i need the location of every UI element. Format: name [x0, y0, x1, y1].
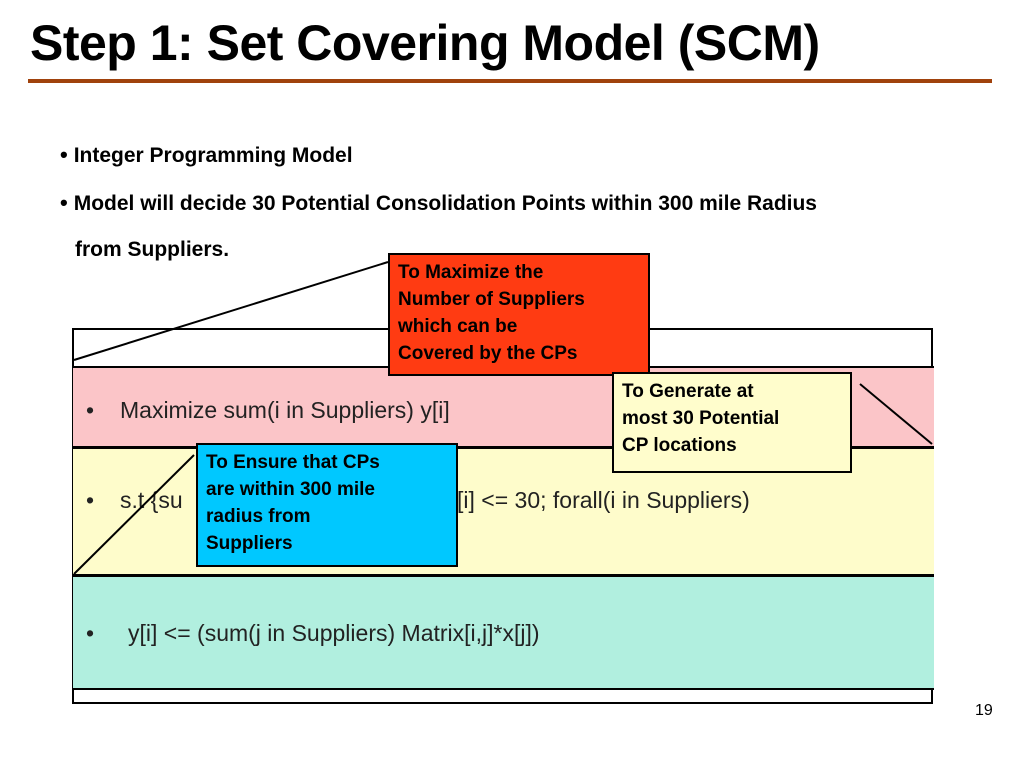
callout-line: radius from: [206, 506, 311, 527]
bullet-symbol: •: [86, 397, 95, 423]
callout-line: To Ensure that CPs: [206, 452, 380, 473]
callout-line: Number of Suppliers: [398, 289, 585, 310]
slide-title: Step 1: Set Covering Model (SCM): [30, 15, 820, 71]
callout-line: To Maximize the: [398, 262, 544, 283]
callout-line: Suppliers: [206, 533, 293, 554]
callout-line: which can be: [398, 316, 518, 337]
title-underline: [28, 79, 992, 83]
bullet-symbol: •: [60, 142, 68, 167]
coverage-statement: • y[i] <= (sum(j in Suppliers) Matrix[i,j…: [86, 620, 540, 647]
constraint-text-left: s.t {su: [120, 487, 183, 513]
coverage-text: y[i] <= (sum(j in Suppliers) Matrix[i,j]…: [128, 620, 540, 646]
bullet-text: Integer Programming Model: [73, 144, 353, 167]
callout-line: To Generate at: [622, 381, 754, 402]
bullet-symbol: •: [60, 190, 68, 215]
objective-statement: • Maximize sum(i in Suppliers) y[i]: [86, 397, 450, 424]
callout-line: most 30 Potential: [622, 408, 780, 429]
constraint-statement-right: [i] <= 30; forall(i in Suppliers): [457, 487, 750, 513]
callout-line: Covered by the CPs: [398, 343, 578, 364]
callout-line: CP locations: [622, 435, 737, 456]
bullet-integer-programming: •Integer Programming Model: [60, 142, 353, 168]
callout-maximize-suppliers: To Maximize the Number of Suppliers whic…: [388, 253, 650, 376]
bullet-text: Model will decide 30 Potential Consolida…: [73, 192, 817, 215]
callout-line: are within 300 mile: [206, 479, 375, 500]
bullet-continuation: from Suppliers.: [75, 238, 230, 261]
objective-connector-line: [73, 261, 389, 361]
objective-text: Maximize sum(i in Suppliers) y[i]: [120, 397, 450, 423]
coverage-band: [73, 575, 934, 690]
callout-radius-constraint: To Ensure that CPs are within 300 mile r…: [196, 443, 458, 567]
radius-connector-line: [73, 454, 195, 575]
constraint-statement-left: • s.t {su: [86, 487, 183, 514]
page-number: 19: [975, 702, 993, 719]
bullet-symbol: •: [86, 487, 95, 513]
limit-connector-line: [859, 383, 933, 445]
bullet-model-decision: •Model will decide 30 Potential Consolid…: [60, 190, 817, 216]
bullet-symbol: •: [86, 620, 95, 646]
callout-thirty-locations: To Generate at most 30 Potential CP loca…: [612, 372, 852, 473]
